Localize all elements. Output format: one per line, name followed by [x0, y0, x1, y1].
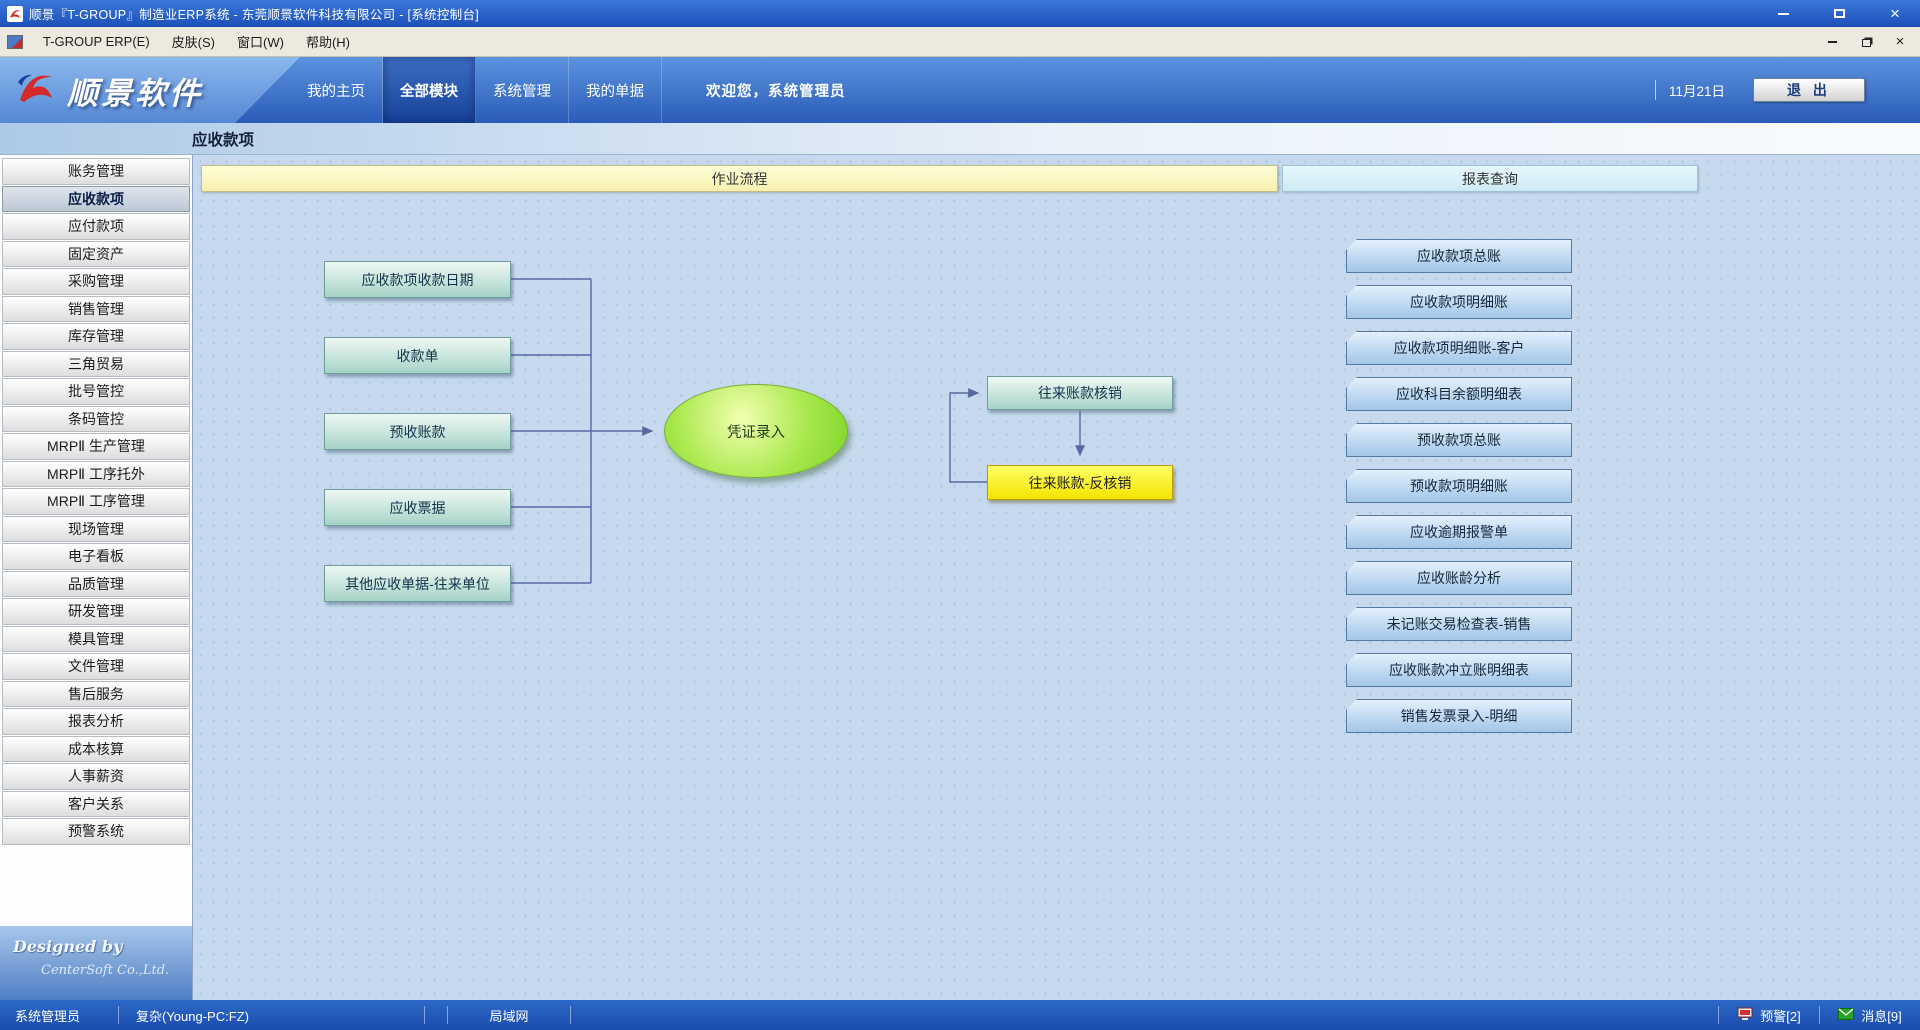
alert-icon	[1737, 1007, 1753, 1023]
sidebar-item[interactable]: 售后服务	[2, 680, 190, 707]
sidebar-item[interactable]: 固定资产	[2, 240, 190, 267]
nav-tab[interactable]: 我的主页	[290, 57, 383, 123]
report-button[interactable]: 未记账交易检查表-销售	[1346, 607, 1572, 641]
report-button[interactable]: 应收账龄分析	[1346, 561, 1572, 595]
sidebar-item[interactable]: 研发管理	[2, 598, 190, 625]
brand-logo-text: 顺景软件	[67, 76, 203, 111]
sidebar-item[interactable]: 品质管理	[2, 570, 190, 597]
exit-button[interactable]: 退 出	[1753, 78, 1865, 102]
close-button[interactable]: ×	[1890, 4, 1900, 23]
window-title: 顺景『T-GROUP』制造业ERP系统 - 东莞顺景软件科技有限公司 - [系统…	[29, 8, 480, 22]
brand-logo: 顺景软件	[14, 68, 203, 113]
mdi-minimize-button[interactable]	[1824, 34, 1840, 50]
mdi-child-icon	[7, 34, 23, 49]
report-button[interactable]: 预收款项总账	[1346, 423, 1572, 457]
report-button[interactable]: 应收账款冲立账明细表	[1346, 653, 1572, 687]
flow-node-verify[interactable]: 往来账款核销	[987, 376, 1173, 410]
flow-section-header[interactable]: 作业流程	[201, 165, 1278, 192]
sidebar-item[interactable]: 文件管理	[2, 653, 190, 680]
menubar: T-GROUP ERP(E) 皮肤(S) 窗口(W) 帮助(H) ×	[0, 27, 1920, 57]
maximize-button[interactable]	[1830, 5, 1848, 23]
report-button[interactable]: 应收款项总账	[1346, 239, 1572, 273]
alerts-label: 预警[2]	[1760, 1008, 1801, 1024]
sidebar-item[interactable]: 报表分析	[2, 708, 190, 735]
nav-tab[interactable]: 我的单据	[569, 57, 662, 123]
sidebar-item[interactable]: 人事薪资	[2, 763, 190, 790]
flow-node[interactable]: 其他应收单据-往来单位	[324, 565, 511, 602]
statusbar-network: 局域网	[489, 1008, 529, 1024]
nav-tab[interactable]: 系统管理	[476, 57, 569, 123]
designed-by-panel: Designed by CenterSoft Co.,Ltd.	[0, 926, 192, 1000]
nav-tabs: 我的主页全部模块系统管理我的单据	[290, 57, 662, 123]
sidebar-item[interactable]: 模具管理	[2, 625, 190, 652]
minimize-button[interactable]	[1774, 5, 1792, 23]
mdi-close-button[interactable]: ×	[1895, 33, 1905, 50]
main-header: 顺景软件 我的主页全部模块系统管理我的单据 欢迎您，系统管理员 11月21日 退…	[0, 57, 1920, 123]
statusbar: 系统管理员 复杂(Young-PC:FZ) 局域网 预警[2] 消息[9]	[0, 1000, 1920, 1030]
flow-node[interactable]: 应收票据	[324, 489, 511, 526]
report-button[interactable]: 应收款项明细账-客户	[1346, 331, 1572, 365]
report-button[interactable]: 应收款项明细账	[1346, 285, 1572, 319]
menu-item[interactable]: 窗口(W)	[237, 35, 284, 50]
page-title-bar: 应收款项	[0, 123, 1920, 155]
sidebar-item[interactable]: 账务管理	[2, 158, 190, 185]
sidebar-item[interactable]: 三角贸易	[2, 350, 190, 377]
report-button[interactable]: 预收款项明细账	[1346, 469, 1572, 503]
sidebar-item[interactable]: 成本核算	[2, 735, 190, 762]
welcome-text: 欢迎您，系统管理员	[706, 83, 846, 100]
sidebar-item[interactable]: 应收款项	[2, 185, 190, 212]
menu-item[interactable]: T-GROUP ERP(E)	[43, 34, 150, 49]
sidebar-item[interactable]: 现场管理	[2, 515, 190, 542]
company-text: CenterSoft Co.,Ltd.	[41, 963, 170, 978]
report-button[interactable]: 销售发票录入-明细	[1346, 699, 1572, 733]
mdi-restore-button[interactable]	[1858, 34, 1874, 50]
brand-logo-icon	[14, 68, 58, 113]
messages-indicator[interactable]: 消息[9]	[1820, 1000, 1920, 1030]
sidebar-item[interactable]: 条码管控	[2, 405, 190, 432]
statusbar-host: 复杂(Young-PC:FZ)	[136, 1008, 249, 1024]
flow-node[interactable]: 收款单	[324, 337, 511, 374]
sidebar-item[interactable]: 销售管理	[2, 295, 190, 322]
sidebar-item[interactable]: 电子看板	[2, 543, 190, 570]
menu-item[interactable]: 帮助(H)	[305, 35, 350, 50]
sidebar-module-list: 账务管理应收款项应付款项固定资产采购管理销售管理库存管理三角贸易批号管控条码管控…	[0, 155, 192, 845]
sidebar-item[interactable]: MRPⅡ 生产管理	[2, 433, 190, 460]
message-icon	[1838, 1007, 1855, 1023]
app-icon	[7, 5, 23, 22]
sidebar-item[interactable]: 预警系统	[2, 818, 190, 845]
report-button[interactable]: 应收科目余额明细表	[1346, 377, 1572, 411]
report-button[interactable]: 应收逾期报警单	[1346, 515, 1572, 549]
sidebar-item[interactable]: 客户关系	[2, 790, 190, 817]
sidebar: 账务管理应收款项应付款项固定资产采购管理销售管理库存管理三角贸易批号管控条码管控…	[0, 155, 193, 1000]
flow-node-voucher-entry[interactable]: 凭证录入	[664, 384, 848, 478]
sidebar-item[interactable]: 应付款项	[2, 213, 190, 240]
sidebar-item[interactable]: 库存管理	[2, 323, 190, 350]
page-title: 应收款项	[192, 131, 255, 149]
nav-tab[interactable]: 全部模块	[383, 57, 476, 123]
sidebar-item[interactable]: MRPⅡ 工序托外	[2, 460, 190, 487]
statusbar-user: 系统管理员	[15, 1008, 81, 1024]
designed-by-text: Designed by	[13, 937, 123, 956]
alerts-indicator[interactable]: 预警[2]	[1719, 1000, 1819, 1030]
sidebar-item[interactable]: 批号管控	[2, 378, 190, 405]
messages-label: 消息[9]	[1861, 1008, 1902, 1024]
sidebar-item[interactable]: 采购管理	[2, 268, 190, 295]
sidebar-item[interactable]: MRPⅡ 工序管理	[2, 488, 190, 515]
menu-item[interactable]: 皮肤(S)	[171, 35, 216, 50]
date-label: 11月21日	[1654, 80, 1725, 100]
flow-node[interactable]: 应收款项收款日期	[324, 261, 511, 298]
window-titlebar: 顺景『T-GROUP』制造业ERP系统 - 东莞顺景软件科技有限公司 - [系统…	[0, 0, 1920, 27]
flow-node[interactable]: 预收账款	[324, 413, 511, 450]
main-content: 作业流程 报表查询 应收款项收款日期收款单预收账款应收票据其他应收单据-往来单位…	[194, 155, 1920, 1000]
report-section-header[interactable]: 报表查询	[1282, 165, 1698, 192]
flow-node-reverse-verify[interactable]: 往来账款-反核销	[987, 465, 1173, 500]
